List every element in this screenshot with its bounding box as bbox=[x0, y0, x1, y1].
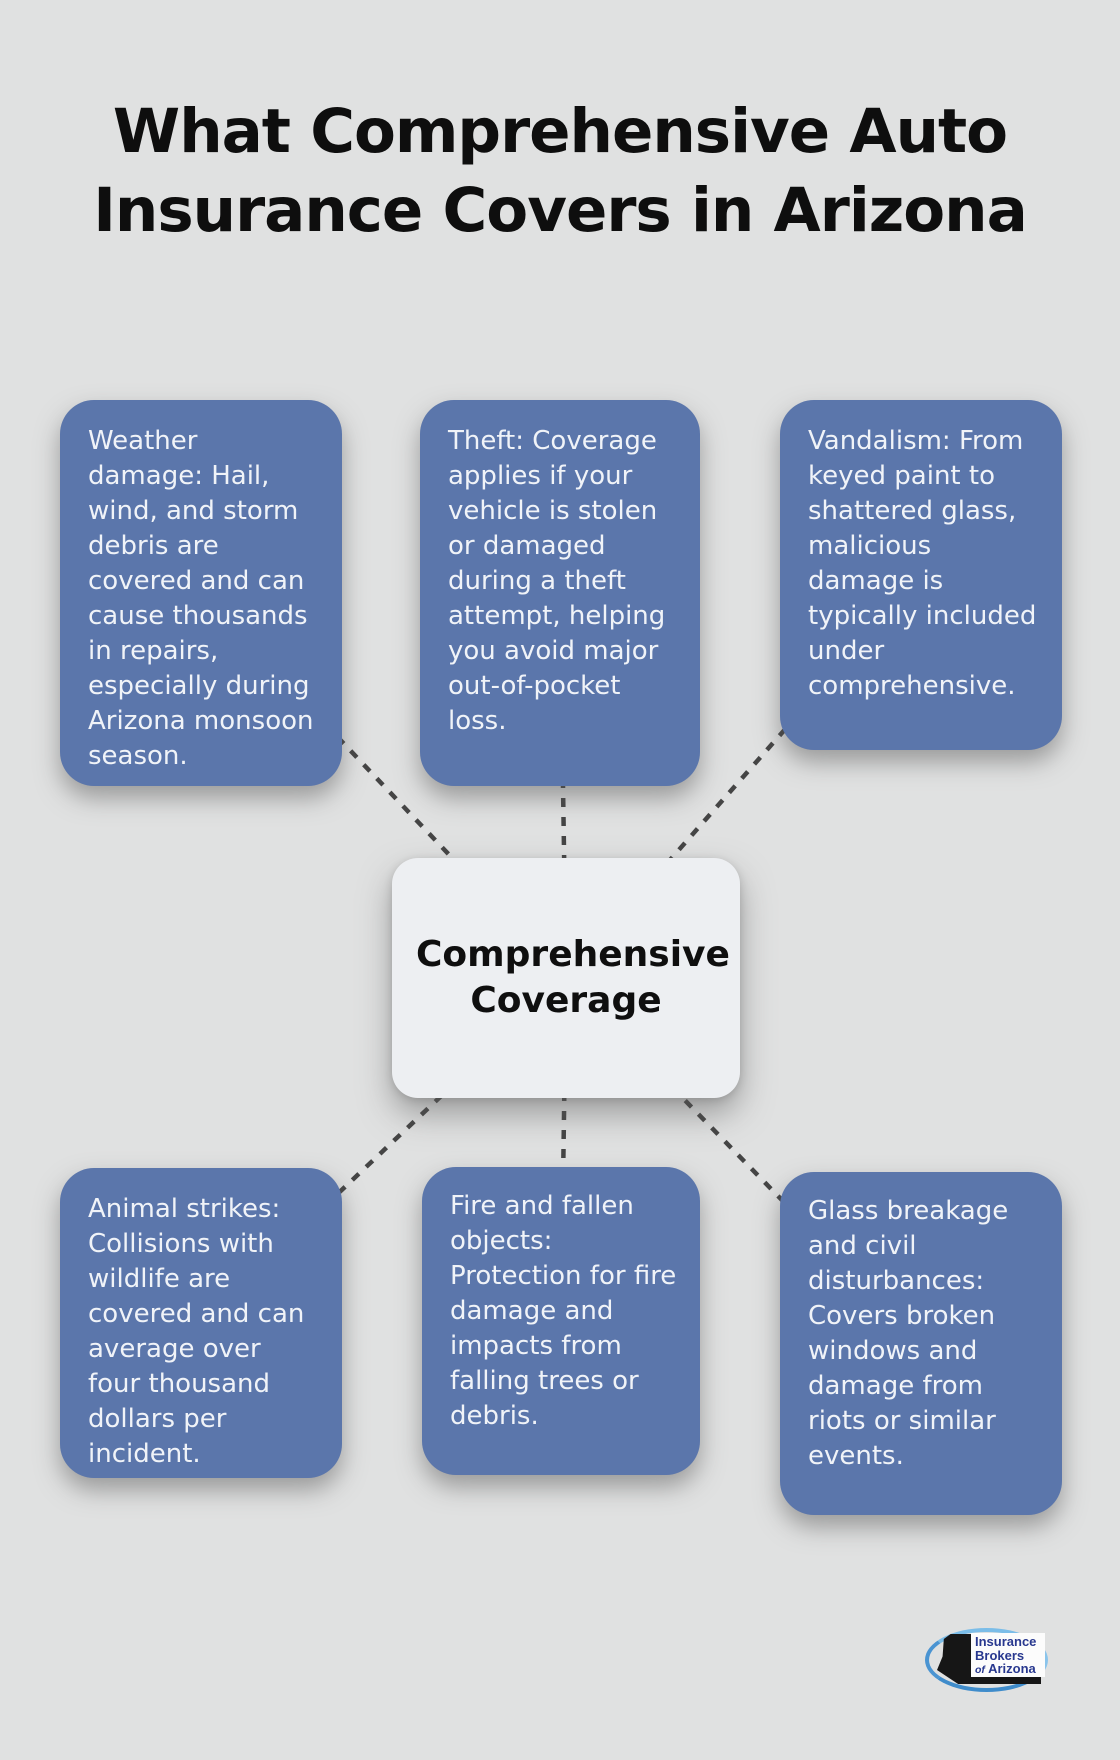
logo-inner: Insurance Brokers of Arizona bbox=[929, 1632, 1045, 1688]
logo-text-line-3: of Arizona bbox=[975, 1662, 1043, 1678]
logo-text: Insurance Brokers of Arizona bbox=[971, 1633, 1045, 1677]
node-theft-text: Theft: Coverage applies if your vehicle … bbox=[448, 426, 666, 736]
node-fire-fallen-objects-text: Fire and fallen objects: Protection for … bbox=[450, 1191, 677, 1431]
connector-vandalism bbox=[564, 573, 923, 980]
center-node-label: Comprehensive Coverage bbox=[416, 934, 730, 1021]
logo-base-strip bbox=[967, 1676, 1041, 1684]
insurance-brokers-of-arizona-logo: Insurance Brokers of Arizona bbox=[925, 1628, 1048, 1692]
logo-text-line-2: Brokers bbox=[975, 1647, 1025, 1663]
node-fire-fallen-objects: Fire and fallen objects: Protection for … bbox=[422, 1167, 700, 1475]
page-title-line-1: What Comprehensive Auto bbox=[112, 96, 1008, 167]
node-theft: Theft: Coverage applies if your vehicle … bbox=[420, 400, 700, 786]
node-vandalism: Vandalism: From keyed paint to shattered… bbox=[780, 400, 1062, 750]
node-animal-strikes-text: Animal strikes: Collisions with wildlife… bbox=[88, 1194, 305, 1469]
logo-text-line-1: Insurance bbox=[975, 1634, 1037, 1649]
node-glass-civil-disturbances-text: Glass breakage and civil disturbances: C… bbox=[808, 1196, 1009, 1471]
logo-of-word: of bbox=[975, 1664, 985, 1676]
node-weather-damage-text: Weather damage: Hail, wind, and storm de… bbox=[88, 426, 314, 771]
center-node-comprehensive-coverage: Comprehensive Coverage bbox=[392, 858, 740, 1098]
logo-arizona-word: Arizona bbox=[988, 1661, 1036, 1676]
node-animal-strikes: Animal strikes: Collisions with wildlife… bbox=[60, 1168, 342, 1478]
node-glass-civil-disturbances: Glass breakage and civil disturbances: C… bbox=[780, 1172, 1062, 1515]
page-title: What Comprehensive Auto Insurance Covers… bbox=[0, 92, 1120, 250]
page-title-line-2: Insurance Covers in Arizona bbox=[93, 175, 1028, 246]
node-vandalism-text: Vandalism: From keyed paint to shattered… bbox=[808, 426, 1037, 701]
node-weather-damage: Weather damage: Hail, wind, and storm de… bbox=[60, 400, 342, 786]
